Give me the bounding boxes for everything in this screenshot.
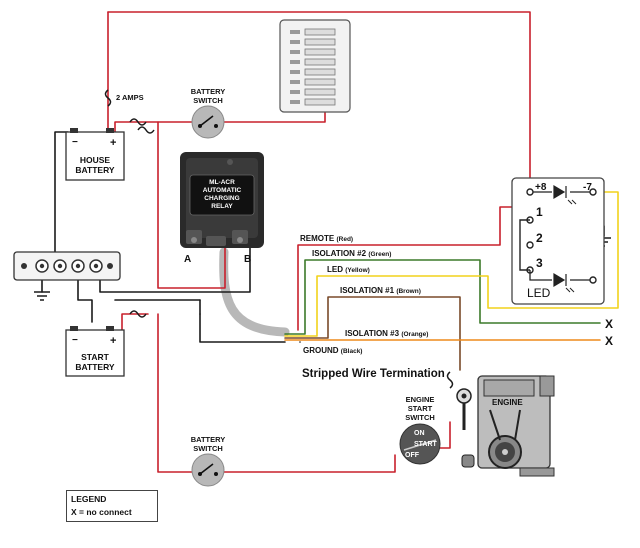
stripped-wire-label: Stripped Wire Termination: [302, 368, 445, 380]
wire-isolation1-label: ISOLATION #1 (Brown): [340, 286, 421, 295]
x-mark-green: X: [605, 317, 613, 331]
fuse-start: [129, 310, 147, 318]
house-battery-label-2: BATTERY: [75, 165, 115, 175]
fuse-2amp: [104, 89, 112, 107]
wire-led-label: LED (Yellow): [327, 265, 370, 274]
terminal-3: 3: [536, 256, 543, 270]
relay-terminal-a: A: [184, 254, 191, 265]
wire-green: [284, 259, 601, 335]
battery-switch-top-label-2: SWITCH: [193, 96, 223, 105]
terminal-minus7: -7: [583, 182, 592, 193]
breaker-panel: [279, 19, 351, 113]
start-battery: − + START BATTERY: [65, 326, 125, 377]
terminal-1: 1: [536, 205, 543, 219]
remote-led-panel: [511, 177, 605, 305]
wire-remote-label: REMOTE (Red): [300, 234, 353, 243]
wire-ground: [199, 313, 286, 343]
battery-switch-bottom-label-2: SWITCH: [193, 444, 223, 453]
battery-switch-bottom: [191, 453, 225, 487]
legend-title: LEGEND: [71, 494, 107, 504]
wire-brown: [284, 296, 461, 371]
house-battery-plus: +: [110, 137, 116, 149]
house-battery-label-1: HOUSE: [80, 155, 111, 165]
terminal-2: 2: [536, 231, 543, 245]
engine-switch-start: START: [414, 441, 438, 448]
battery-switch-top: [191, 105, 225, 139]
x-mark-orange: X: [605, 334, 613, 348]
relay-label-3: CHARGING: [204, 195, 239, 202]
fuse-house: [129, 118, 155, 134]
engine-switch-on: ON: [414, 430, 425, 437]
relay-terminal-b: B: [244, 254, 251, 265]
ground-bus-bar: [13, 251, 121, 281]
start-battery-label-1: START: [81, 352, 110, 362]
wire-ground-label: GROUND (Black): [303, 346, 362, 355]
fuse-rating-label: 2 AMPS: [116, 93, 144, 102]
led-top-icon: [553, 184, 567, 200]
engine: [456, 375, 555, 477]
wire-isolation3-label: ISOLATION #3 (Orange): [345, 329, 428, 338]
start-battery-label-2: BATTERY: [75, 362, 115, 372]
relay-label-2: AUTOMATIC: [203, 187, 242, 194]
red-wires: [107, 11, 531, 473]
relay-label-1: ML-ACR: [209, 179, 235, 186]
legend-entry: X = no connect: [71, 507, 132, 517]
start-battery-minus: −: [72, 335, 78, 346]
wire-yellow: [284, 191, 619, 337]
engine-label: ENGINE: [492, 398, 523, 407]
led-panel-label: LED: [527, 286, 551, 300]
battery-switch-top-label-1: BATTERY: [191, 87, 226, 96]
ml-acr-relay: [180, 152, 264, 248]
house-battery-minus: −: [72, 137, 78, 148]
house-battery: − + HOUSE BATTERY: [65, 128, 125, 181]
fuse-engine: [446, 371, 454, 389]
engine-switch-label-2: START: [408, 404, 433, 413]
engine-start-switch: [399, 423, 441, 465]
legend: LEGEND X = no connect: [66, 490, 158, 522]
wire-isolation2-label: ISOLATION #2 (Green): [312, 249, 391, 258]
ground-symbol-bus: [34, 291, 50, 301]
engine-switch-label-1: ENGINE: [406, 395, 435, 404]
battery-switch-bottom-label-1: BATTERY: [191, 435, 226, 444]
engine-switch-label-3: SWITCH: [405, 413, 435, 422]
relay-remote-cable: [219, 247, 290, 337]
terminal-plus8: +8: [535, 182, 547, 193]
start-battery-plus: +: [110, 335, 116, 347]
relay-label-4: RELAY: [211, 203, 233, 210]
led-bottom-icon: [553, 272, 567, 288]
engine-switch-off: OFF: [405, 452, 420, 459]
